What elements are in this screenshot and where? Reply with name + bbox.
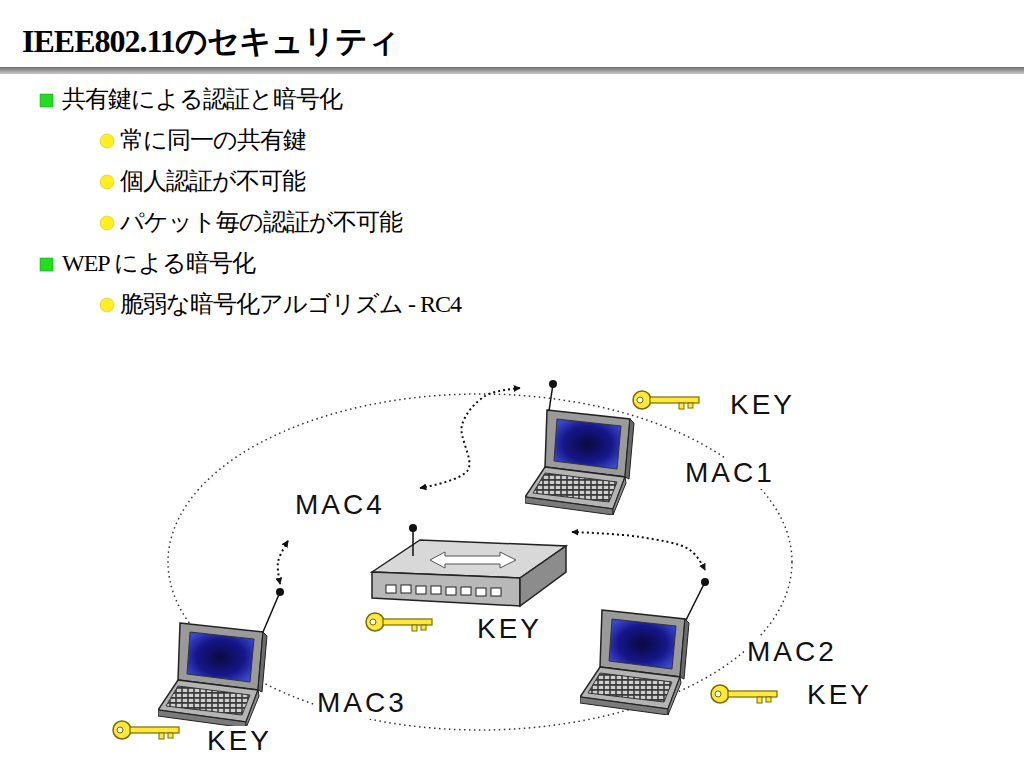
laptop-mac1-part [525,410,634,515]
laptop-mac2 [580,578,709,715]
access-point-part [409,524,417,532]
key-label: KEY [728,390,797,421]
bullet-markers-part [100,134,114,148]
access-point-part-part [461,587,471,595]
label-slot: KEY [475,614,544,645]
mac-label: MAC1 [683,458,777,489]
access-point-part-part [491,588,501,596]
laptop-mac1-part [549,380,557,388]
laptop-mac3 [158,588,284,728]
network-device: MAC2KEY [578,570,888,716]
key-label: KEY [475,614,544,645]
key-icons-part [711,685,777,703]
access-point-part [386,585,501,596]
laptop-mac3-part [263,592,280,632]
mac-label: MAC2 [745,637,839,668]
network-device: MAC3KEY [108,584,425,762]
title-rule [0,67,1024,74]
access-point-part [372,572,520,606]
bullet-markers-part [100,298,114,312]
slide-title: IEEE802.11のセキュリティ [22,22,399,60]
key-icons-part [113,721,179,739]
key-icons [113,391,777,739]
bullet-text: 常に同一の共有鍵 [120,127,306,155]
bullet-text: 個人認証が不可能 [120,168,305,196]
bullet-text: WEP による暗号化 [62,250,255,278]
access-point-part-part [476,588,486,596]
label-slot: KEY [805,680,874,711]
key-label: KEY [205,726,274,757]
access-point-part-part [386,585,396,593]
bullet-text: パケット毎の認証が不可能 [120,209,402,237]
laptop-mac3-part [276,588,284,596]
laptop-mac1 [525,380,634,515]
access-point-part-part [416,586,426,594]
mac-label: MAC3 [315,688,409,719]
laptop-mac2-part [580,610,689,715]
label-slot: MAC1 [683,458,777,489]
radio-link [572,532,705,570]
laptop-mac3-part [158,623,267,728]
label-slot: MAC4 [293,490,387,521]
label-slot: KEY [205,726,274,757]
bullet-markers-part [40,94,53,107]
access-point-part [412,528,414,556]
key-label: KEY [805,680,874,711]
radio-link [420,388,520,488]
bullet-text: 脆弱な暗号化アルゴリズム - RC4 [120,291,461,319]
key-icons-part [633,391,699,409]
network-device: MAC4KEY [288,488,572,648]
access-point [372,524,566,606]
bullet-markers-part [40,258,53,271]
bullet-markers-part [100,216,114,230]
label-slot: KEY [728,390,797,421]
bullet-text: 共有鍵による認証と暗号化 [62,86,342,114]
network-device: MAC1 KEY [520,372,812,522]
mac-label: MAC4 [293,490,387,521]
label-slot: MAC2 [745,637,839,668]
access-point-part-part [446,587,456,595]
bullet-markers-part [100,175,114,189]
access-point-part [430,552,516,568]
laptop-mac2-part [686,582,705,620]
radio-link [278,541,288,584]
bullet-markers [40,94,114,312]
access-point-part-part [431,586,441,594]
laptop-mac2-part [701,578,709,586]
access-point-part [520,546,566,606]
laptop-mac1-part [549,384,553,411]
label-slot: MAC3 [315,688,409,719]
key-icons-part [366,613,432,631]
access-point-part-part [401,585,411,593]
